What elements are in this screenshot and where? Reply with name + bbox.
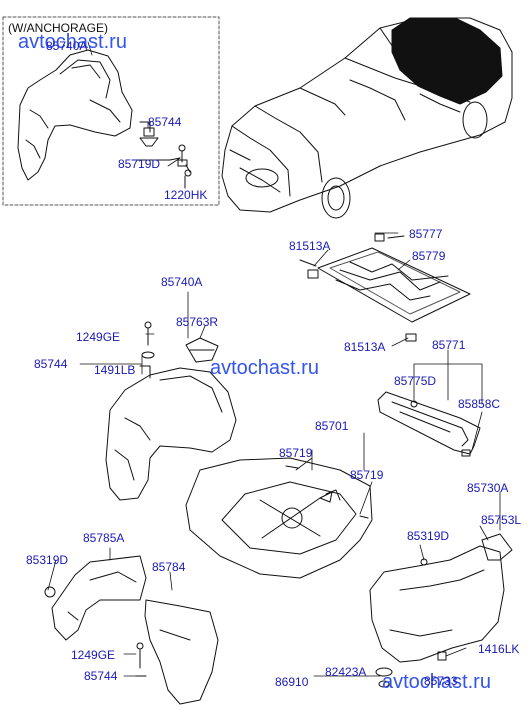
part-label[interactable]: 85740A — [161, 275, 203, 289]
part-label[interactable]: 85730A — [467, 481, 509, 495]
luggage-floor-drawing — [185, 457, 373, 579]
part-label[interactable]: 85744 — [34, 357, 68, 371]
part-label[interactable]: 85763R — [176, 315, 219, 329]
part-label[interactable]: 85701 — [315, 419, 349, 433]
rear-panel-trim-drawing — [377, 391, 481, 457]
part-label[interactable]: 85775D — [394, 374, 437, 388]
part-label[interactable]: 85319D — [26, 553, 69, 567]
part-label[interactable]: 82423A — [325, 665, 367, 679]
part-label[interactable]: 85784 — [152, 560, 186, 574]
part-label[interactable]: 85753L — [481, 513, 522, 527]
cargo-net-drawing — [299, 233, 471, 342]
watermark-bottom: avtochast.ru — [382, 671, 491, 693]
inset-caption: (W/ANCHORAGE) — [8, 21, 108, 35]
left-wheelhouse-trim-drawing — [44, 555, 219, 705]
part-label[interactable]: 85858C — [458, 397, 501, 411]
part-label[interactable]: 81513A — [344, 340, 386, 354]
part-label[interactable]: 85719 — [279, 446, 313, 460]
part-label[interactable]: 86910 — [275, 675, 309, 689]
part-label[interactable]: 85771 — [432, 338, 466, 352]
part-label[interactable]: 1249GE — [71, 648, 116, 662]
part-label[interactable]: 85785A — [83, 531, 125, 545]
part-label[interactable]: 85779 — [412, 249, 446, 263]
anchorage-inset-frame — [2, 16, 220, 206]
part-label[interactable]: 85719 — [350, 468, 384, 482]
part-label[interactable]: 1416LK — [478, 642, 520, 656]
part-label[interactable]: 1491LB — [94, 363, 136, 377]
trunk-highlight — [391, 17, 503, 105]
inset-fasteners-drawing — [131, 121, 192, 189]
right-wheelhouse-trim-drawing — [369, 533, 513, 688]
part-label[interactable]: 85740A — [46, 39, 88, 53]
leader-lines — [47, 41, 501, 677]
part-label[interactable]: 85319D — [407, 529, 450, 543]
part-label[interactable]: 1249GE — [76, 330, 121, 344]
watermark-top: avtochast.ru — [18, 31, 127, 53]
part-label[interactable]: 85733 — [424, 674, 458, 688]
part-label[interactable]: 81513A — [289, 239, 331, 253]
left-trim-panel-drawing — [105, 321, 237, 501]
part-label[interactable]: 85777 — [409, 227, 443, 241]
part-label[interactable]: 1220HK — [164, 188, 208, 202]
part-label[interactable]: 85744 — [84, 669, 118, 683]
part-label[interactable]: 85744 — [148, 115, 182, 129]
watermark-middle: avtochast.ru — [210, 357, 319, 379]
inset-trim-panel-drawing — [17, 49, 133, 181]
part-label[interactable]: 85719D — [118, 157, 161, 171]
